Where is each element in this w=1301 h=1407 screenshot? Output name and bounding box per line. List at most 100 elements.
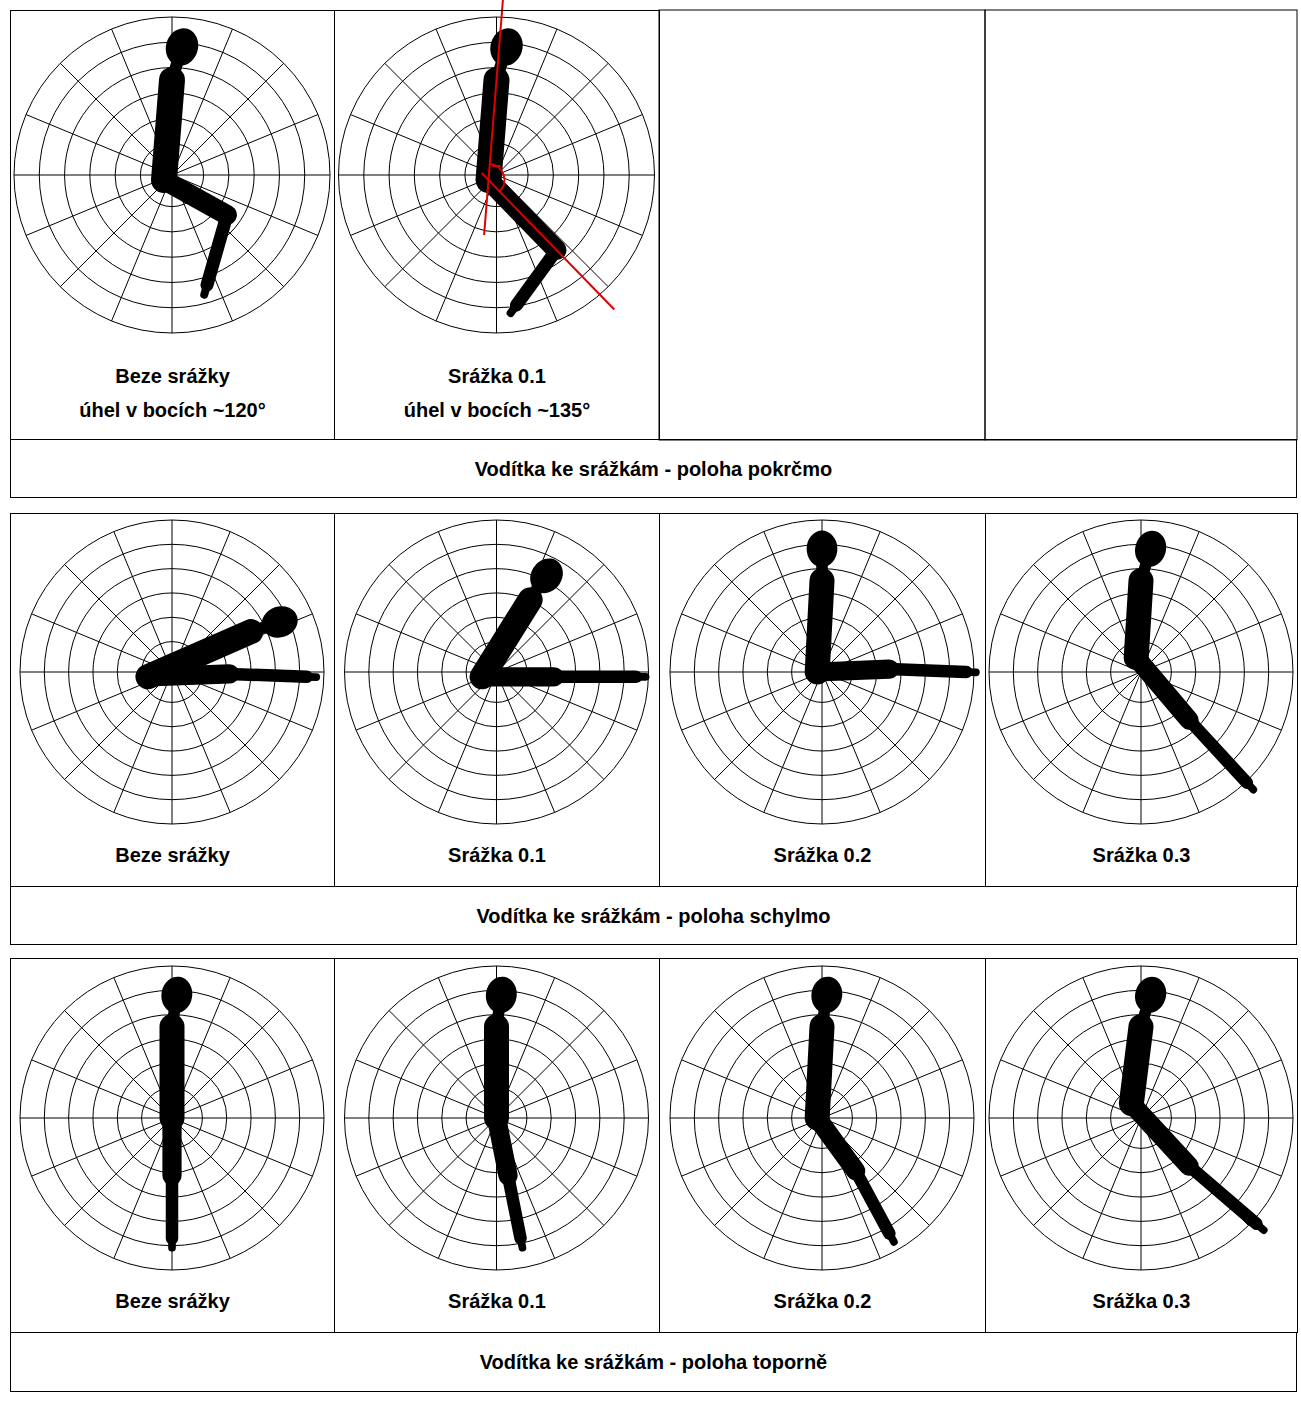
- grid-spoke: [26, 115, 172, 175]
- grid-spoke: [20, 1118, 172, 1119]
- grid-spoke: [114, 672, 172, 812]
- thigh: [817, 669, 889, 672]
- grid-spoke: [1034, 565, 1141, 672]
- grid-spoke: [172, 63, 284, 175]
- head: [161, 24, 203, 70]
- polar-grid: [989, 966, 1293, 1270]
- shin: [1189, 1166, 1256, 1224]
- torso: [817, 1027, 822, 1118]
- grid-spoke: [682, 1118, 822, 1176]
- grid-ring: [989, 966, 1293, 1270]
- head: [524, 552, 570, 600]
- polar-grid: [345, 520, 649, 824]
- thigh: [162, 1118, 181, 1176]
- thigh: [817, 1118, 855, 1171]
- foot: [307, 673, 317, 681]
- grid-ring: [20, 966, 324, 1270]
- torso: [482, 600, 530, 677]
- grid-spoke: [172, 520, 173, 672]
- shin: [166, 1176, 179, 1239]
- angle-arc: [490, 164, 505, 191]
- table-cell: Beze srážky: [10, 513, 335, 887]
- grid-spoke: [389, 1011, 496, 1118]
- foot: [168, 1238, 176, 1248]
- table-cell: Srážka 0.1: [334, 958, 660, 1333]
- grid-spoke: [172, 175, 173, 333]
- grid-spoke: [497, 1011, 604, 1118]
- grid-spoke: [14, 175, 172, 176]
- grid-spoke: [172, 1118, 279, 1225]
- thigh: [482, 667, 554, 686]
- angle-tick: [493, 165, 501, 167]
- grid-spoke: [1001, 1118, 1141, 1176]
- cell-label: úhel v bocích ~135°: [404, 393, 590, 427]
- thigh: [1131, 1104, 1189, 1167]
- grid-spoke: [172, 175, 330, 176]
- head: [809, 974, 845, 1015]
- foot: [511, 305, 517, 313]
- cell-label: Srážka 0.1: [448, 1284, 546, 1318]
- grid-spoke: [389, 565, 496, 672]
- head: [1131, 973, 1171, 1017]
- cell-label: Srážka 0.1: [448, 838, 546, 872]
- grid-spoke: [172, 1011, 279, 1118]
- grid-spoke: [822, 672, 823, 824]
- grid-spoke: [497, 1118, 555, 1258]
- diver-silhouette: [1131, 527, 1254, 790]
- grid-spoke: [1083, 1118, 1141, 1258]
- grid-spoke: [1141, 672, 1142, 824]
- grid-spoke: [351, 115, 497, 175]
- torso: [1131, 1027, 1141, 1104]
- grid-spoke: [112, 175, 172, 321]
- polar-grid: [14, 17, 330, 333]
- grid-spoke: [1001, 1060, 1141, 1118]
- cell-label: Srážka 0.2: [774, 838, 872, 872]
- grid-spoke: [32, 1060, 172, 1118]
- grid-spoke: [497, 63, 609, 175]
- caption-text: Vodítka ke srážkám - poloha toporně: [480, 1345, 827, 1379]
- angle-guide: [482, 0, 615, 310]
- thigh-axis: [482, 173, 615, 310]
- grid-ring: [670, 966, 974, 1270]
- grid-spoke: [715, 1011, 822, 1118]
- grid-spoke: [114, 532, 172, 672]
- table-cell: Srážka 0.3: [985, 513, 1298, 887]
- polar-grid: [339, 17, 655, 333]
- polar-grid: [670, 520, 974, 824]
- diver-silhouette: [148, 602, 316, 678]
- thigh: [164, 180, 227, 215]
- grid-spoke: [1141, 672, 1293, 673]
- grid-spoke: [764, 1118, 822, 1258]
- grid-spoke: [1083, 672, 1141, 812]
- shin: [508, 1176, 521, 1239]
- torso: [817, 581, 822, 672]
- grid-spoke: [1034, 672, 1141, 779]
- grid-spoke: [497, 1118, 637, 1176]
- foot: [204, 285, 207, 295]
- grid-spoke: [65, 672, 172, 779]
- grid-spoke: [497, 1060, 637, 1118]
- grid-spoke: [682, 672, 822, 730]
- foot: [636, 673, 646, 681]
- grid-spoke: [339, 175, 497, 176]
- grid-spoke: [172, 115, 318, 175]
- torso: [164, 80, 172, 180]
- grid-spoke: [65, 565, 172, 672]
- grid-spoke: [497, 115, 643, 175]
- grid-spoke: [356, 1060, 496, 1118]
- grid-spoke: [65, 1118, 172, 1225]
- grid-spoke: [1001, 672, 1141, 730]
- grid-spoke: [715, 565, 822, 672]
- shin: [230, 674, 307, 677]
- shin: [554, 671, 636, 684]
- polar-grid: [670, 966, 974, 1270]
- torso: [1136, 581, 1141, 658]
- foot: [1256, 1224, 1263, 1230]
- grid-spoke: [822, 1060, 962, 1118]
- caption-text: Vodítka ke srážkám - poloha schylmo: [476, 899, 830, 933]
- cell-label: Beze srážky: [115, 359, 230, 393]
- foot: [966, 668, 976, 676]
- grid-spoke: [1141, 565, 1248, 672]
- thigh: [497, 1118, 509, 1176]
